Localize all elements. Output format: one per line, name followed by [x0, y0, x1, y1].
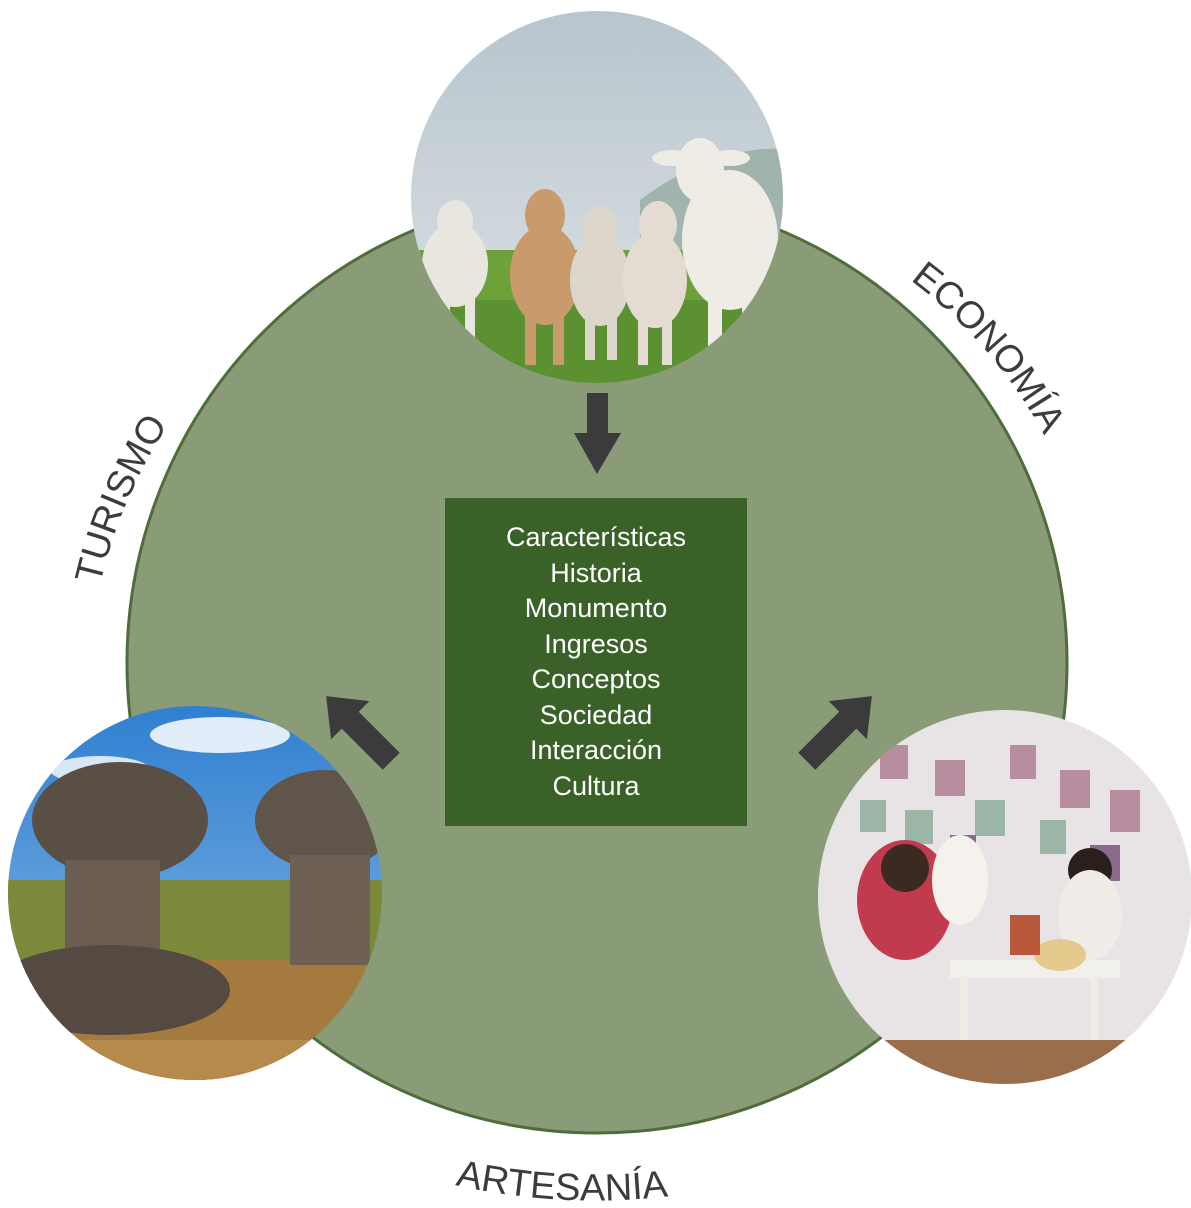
concept-item: Conceptos [531, 664, 661, 694]
concept-item: Sociedad [539, 699, 653, 730]
concept-item: Interacción [529, 735, 663, 765]
arrow-down [574, 393, 621, 474]
label-artesania-text: ARTESANÍA [453, 1153, 670, 1208]
arrow-from-right [798, 696, 872, 770]
arrow-from-left [326, 696, 400, 770]
concept-item: Cultura [552, 770, 640, 801]
central-concepts-box: Características Historia Monumento Ingre… [445, 498, 747, 826]
label-artesania: ARTESANÍA [453, 1153, 670, 1208]
concept-item: Monumento [524, 593, 668, 623]
svg-text:ARTESANÍA: ARTESANÍA [453, 1153, 670, 1203]
concept-item: Características [505, 522, 687, 552]
concept-item: Historia [550, 557, 642, 588]
concept-item: Ingresos [544, 628, 648, 659]
